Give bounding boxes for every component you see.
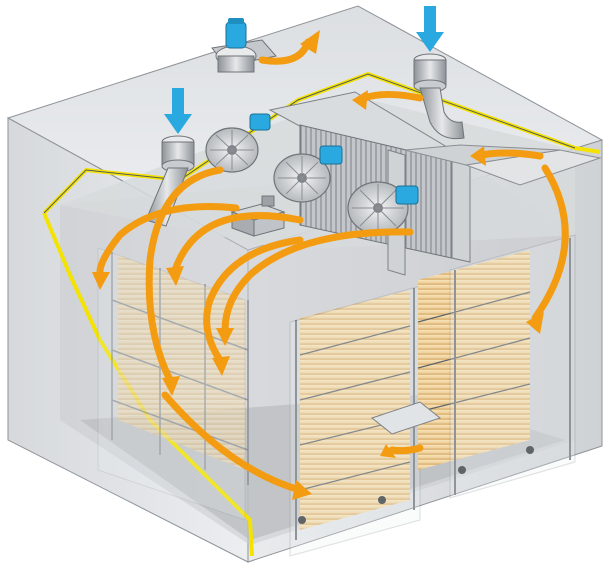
motor-icon bbox=[320, 146, 342, 164]
flow-arrow-icon bbox=[392, 448, 420, 451]
flow-arrow-icon bbox=[478, 153, 540, 156]
motor-icon bbox=[226, 22, 246, 48]
motor-icon bbox=[250, 114, 270, 130]
coil-frame-right bbox=[452, 160, 470, 262]
motor-icon bbox=[396, 186, 418, 204]
